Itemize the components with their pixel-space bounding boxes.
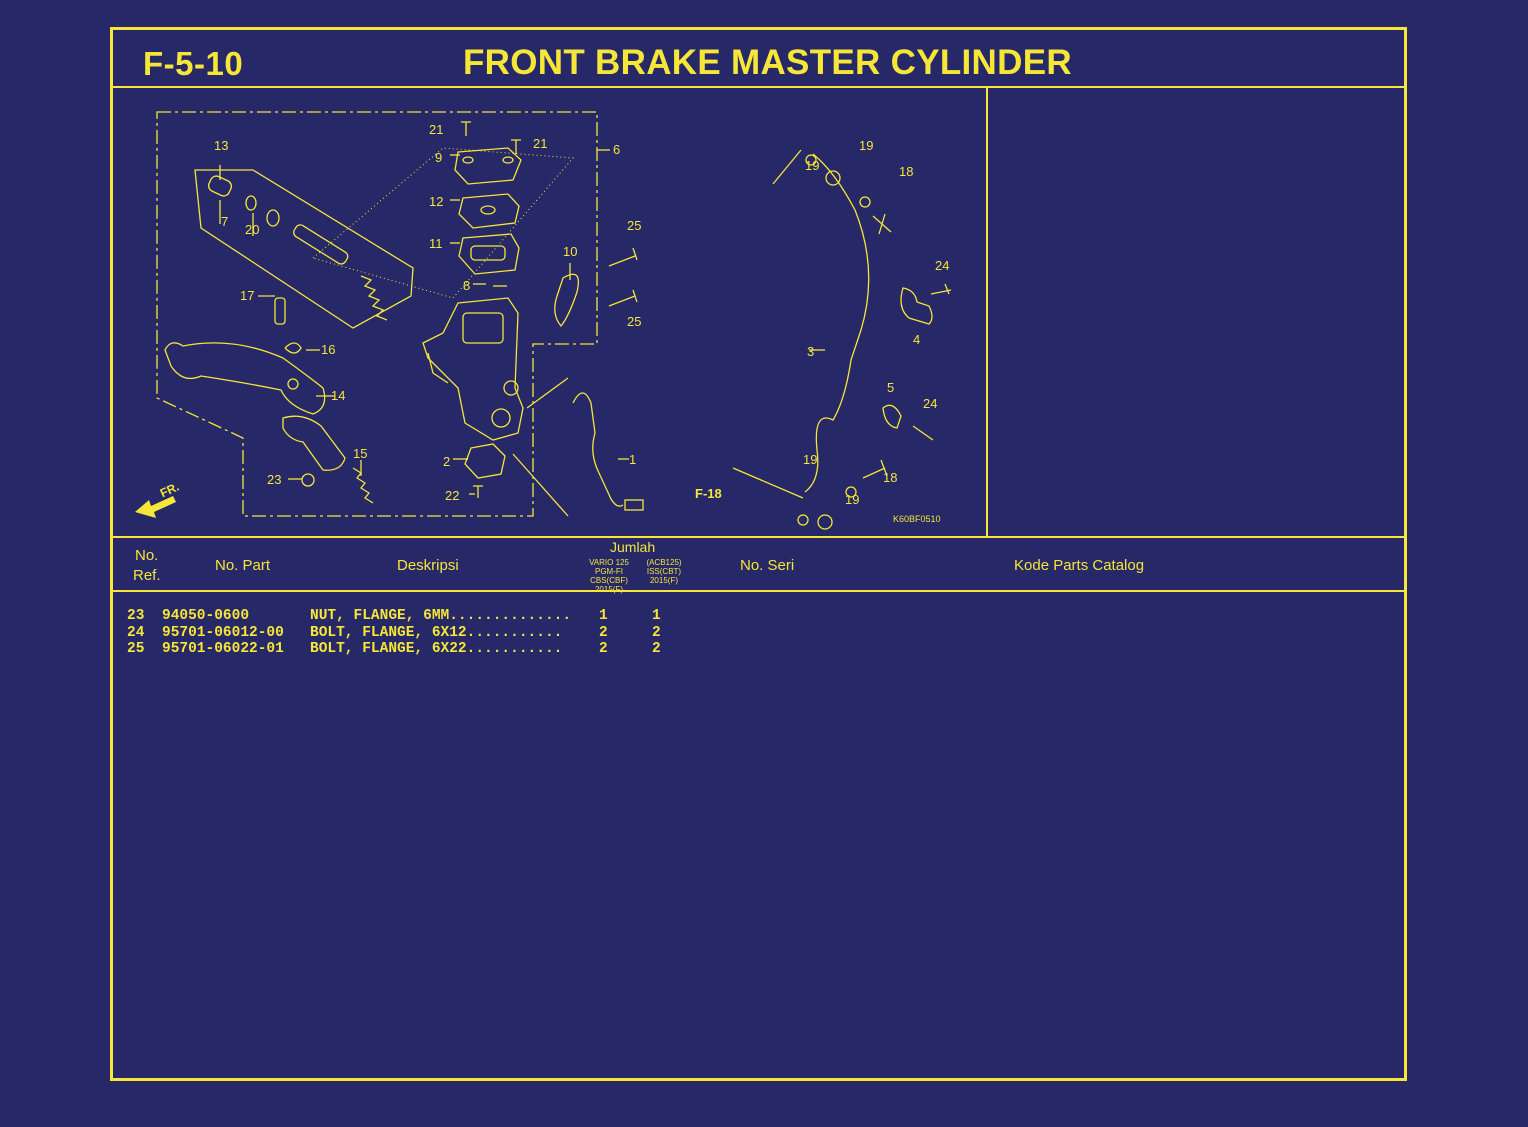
svg-text:18: 18: [899, 164, 913, 179]
svg-text:8: 8: [463, 278, 470, 293]
exploded-parts-diagram: 13 7 20 17 16 14 15 23 21 21 6 9 12 11 8…: [135, 111, 952, 530]
row-qty-model2: 2: [652, 641, 661, 657]
svg-text:19: 19: [859, 138, 873, 153]
row-qty-model1: 2: [599, 624, 608, 641]
svg-text:25: 25: [627, 314, 641, 329]
svg-text:1: 1: [629, 452, 636, 467]
svg-text:22: 22: [445, 488, 459, 503]
row-qty-model1: 2: [599, 641, 608, 657]
table-row: 24 95701-06012-00 BOLT, FLANGE, 6X12....…: [127, 624, 661, 642]
svg-text:10: 10: [563, 244, 577, 259]
image-code: K60BF0510: [893, 514, 941, 524]
svg-text:24: 24: [935, 258, 949, 273]
row-ref: 25: [127, 641, 145, 657]
header-description: Deskripsi: [397, 557, 459, 574]
svg-text:16: 16: [321, 342, 335, 357]
row-part-no: 95701-06012-00: [162, 624, 284, 641]
page-title: FRONT BRAKE MASTER CYLINDER: [463, 43, 1072, 82]
svg-text:3: 3: [807, 344, 814, 359]
svg-text:4: 4: [913, 332, 920, 347]
table-header-divider: [113, 590, 1404, 592]
row-description: BOLT, FLANGE, 6X22...........: [310, 641, 563, 657]
header-serial-no: No. Seri: [740, 557, 795, 574]
svg-text:24: 24: [923, 396, 937, 411]
catalog-frame: F-5-10 FRONT BRAKE MASTER CYLINDER: [110, 27, 1407, 1081]
svg-text:19: 19: [803, 452, 817, 467]
svg-text:15: 15: [353, 446, 367, 461]
diagram-divider: [986, 87, 988, 536]
svg-text:2: 2: [443, 454, 450, 469]
header-catalog-code: Kode Parts Catalog: [1014, 557, 1145, 574]
table-row: 23 94050-0600 NUT, FLANGE, 6MM..........…: [127, 608, 661, 625]
row-description: BOLT, FLANGE, 6X12...........: [310, 624, 563, 641]
svg-text:9: 9: [435, 150, 442, 165]
header-ref-line1: No.: [135, 547, 159, 564]
header-quantity: Jumlah: [610, 539, 656, 555]
svg-text:11: 11: [429, 236, 443, 251]
svg-text:20: 20: [245, 222, 259, 237]
svg-text:5: 5: [887, 380, 894, 395]
svg-text:21: 21: [429, 122, 443, 137]
row-part-no: 94050-0600: [162, 608, 250, 624]
ref-label: F-18: [695, 486, 722, 501]
parts-table: 23 94050-0600 NUT, FLANGE, 6MM..........…: [127, 608, 661, 658]
figure-code: F-5-10: [143, 45, 244, 82]
svg-text:23: 23: [267, 472, 281, 487]
row-qty-model1: 1: [599, 608, 608, 624]
table-row: 25 95701-06022-01 BOLT, FLANGE, 6X22....…: [127, 641, 661, 658]
diagram-bottom-divider: [113, 536, 1404, 538]
header-model1: VARIO 125 PGM-FI CBS(CBF) 2015(F): [589, 558, 629, 594]
svg-text:13: 13: [214, 138, 228, 153]
svg-text:17: 17: [240, 288, 254, 303]
row-ref: 24: [127, 624, 145, 641]
header-part-no: No. Part: [215, 557, 271, 574]
svg-text:19: 19: [845, 492, 859, 507]
svg-text:19: 19: [805, 158, 819, 173]
svg-text:12: 12: [429, 194, 443, 209]
svg-text:21: 21: [533, 136, 547, 151]
svg-text:25: 25: [627, 218, 641, 233]
row-description: NUT, FLANGE, 6MM..............: [310, 608, 572, 624]
header-model2: (ACB125) ISS(CBT) 2015(F): [646, 558, 682, 585]
direction-label: FR.: [158, 480, 181, 501]
svg-text:14: 14: [331, 388, 345, 403]
title-divider: [113, 86, 1404, 88]
svg-text:7: 7: [221, 214, 228, 229]
row-ref: 23: [127, 608, 145, 624]
svg-text:18: 18: [883, 470, 897, 485]
row-part-no: 95701-06022-01: [162, 641, 284, 657]
header-ref-line2: Ref.: [133, 567, 161, 584]
row-qty-model2: 2: [652, 624, 661, 641]
row-qty-model2: 1: [652, 608, 661, 624]
svg-text:6: 6: [613, 142, 620, 157]
